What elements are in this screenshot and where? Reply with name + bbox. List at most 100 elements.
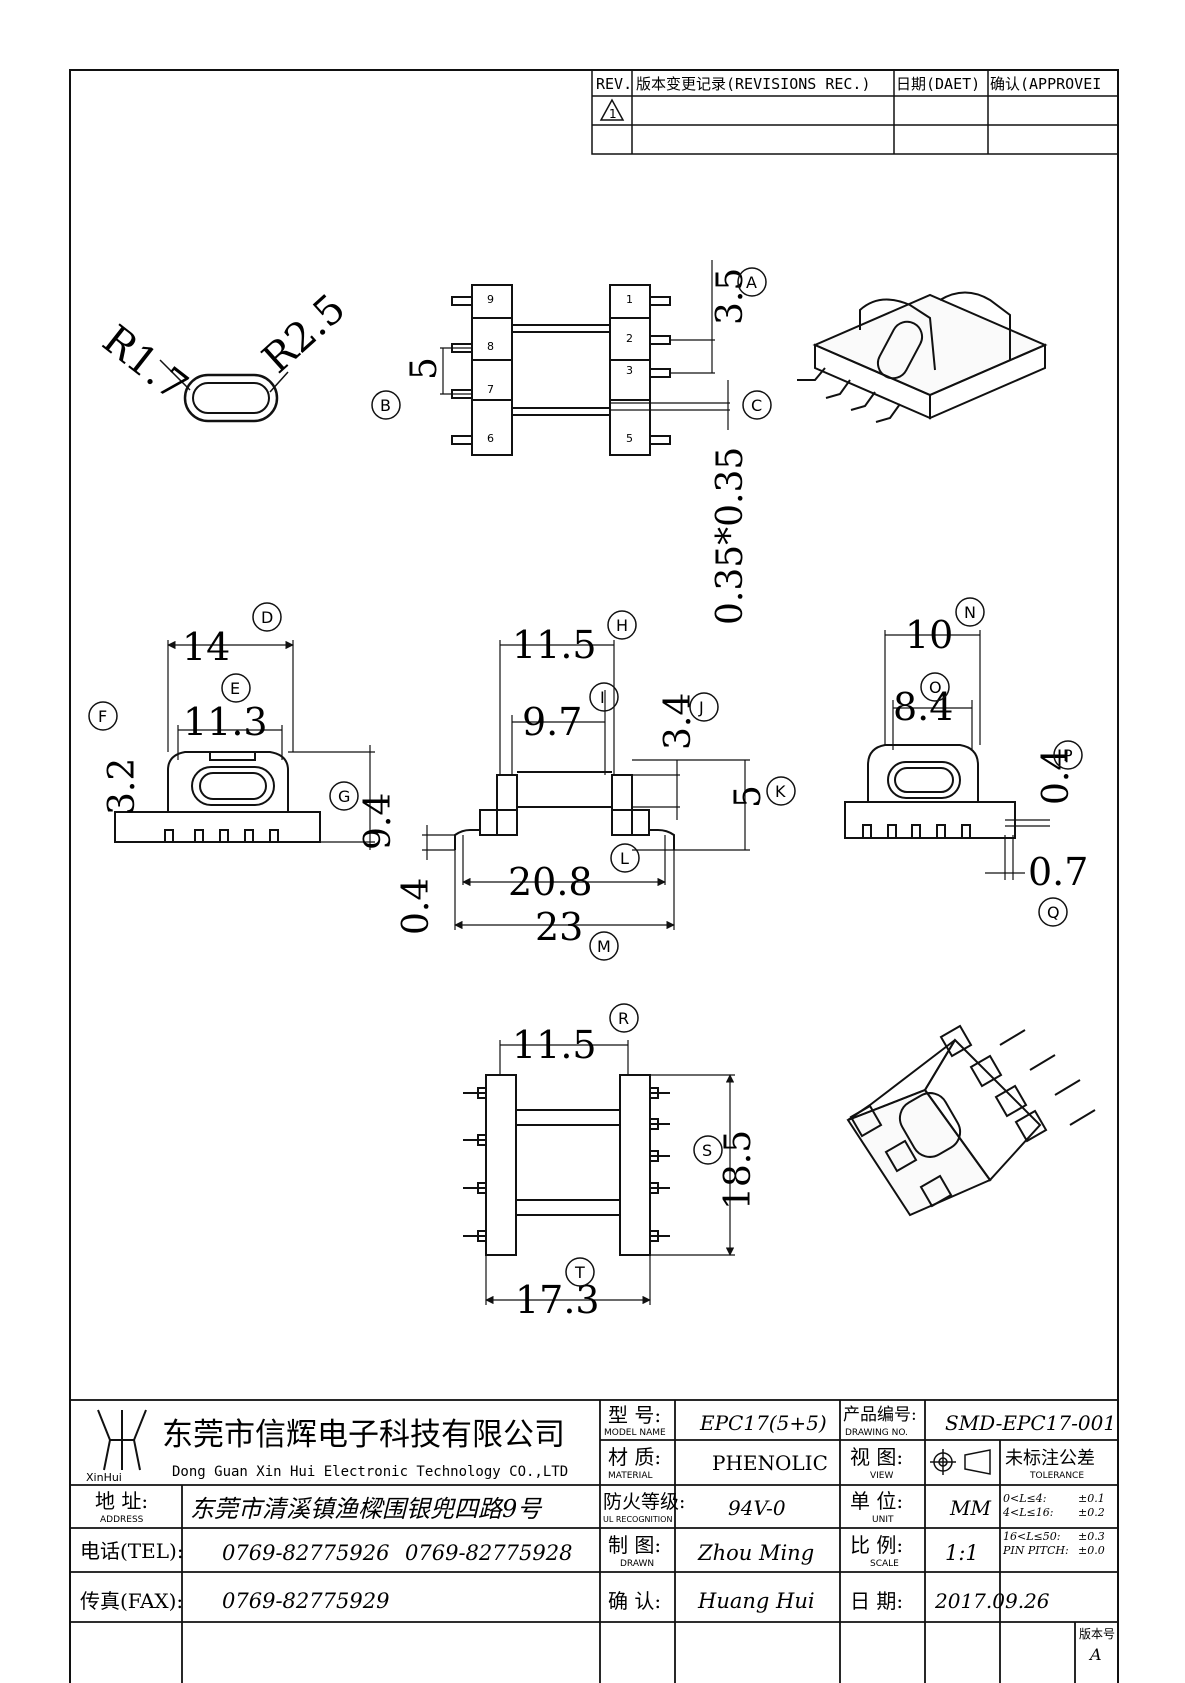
- tolerance-table: 0<L≤4: ±0.1 4<L≤16: ±0.2 16<L≤50: ±0.3 P…: [1002, 1492, 1105, 1557]
- tel-label: 电话(TEL):: [80, 1539, 184, 1563]
- tolerance-range: 4<L≤16:: [1002, 1506, 1053, 1519]
- svg-text:O: O: [929, 678, 942, 697]
- radius-inner-label: R1.7: [94, 317, 196, 411]
- model-label-en: MODEL NAME: [604, 1428, 666, 1438]
- marker-g: G: [329, 781, 359, 811]
- fax-value: 0769-82775929: [222, 1589, 389, 1613]
- top-view-pin-labels: 9 8 7 6 1 2 3 5: [487, 293, 633, 445]
- date-value: 2017.09.26: [934, 1589, 1050, 1613]
- marker-c: C: [742, 390, 772, 420]
- pin-label: 5: [626, 432, 633, 445]
- marker-l: L: [610, 843, 640, 873]
- svg-text:L: L: [620, 849, 629, 868]
- marker-p: P: [1053, 740, 1083, 770]
- pin-label: 8: [487, 340, 494, 353]
- marker-f: F: [88, 701, 118, 731]
- material-label: 材 质:: [608, 1445, 661, 1469]
- drawn-value: Zhou Ming: [697, 1541, 814, 1565]
- svg-text:G: G: [338, 787, 350, 806]
- marker-e: E: [221, 673, 251, 703]
- marker-m: M: [589, 931, 619, 961]
- dim-c-label: 0.35*0.35: [710, 447, 751, 625]
- address-label-en: ADDRESS: [100, 1515, 144, 1525]
- svg-text:D: D: [261, 608, 273, 627]
- material-value: PHENOLIC: [712, 1451, 828, 1475]
- confirm-label: 确 认:: [608, 1589, 661, 1613]
- svg-text:N: N: [964, 603, 976, 622]
- pin-label: 1: [626, 293, 633, 306]
- dim-i-label: 9.7: [522, 700, 582, 744]
- tolerance-value: ±0.0: [1078, 1544, 1105, 1557]
- unit-value: MM: [949, 1496, 991, 1520]
- marker-b: B: [371, 390, 401, 420]
- marker-s: S: [693, 1135, 723, 1165]
- marker-n: N: [955, 597, 985, 627]
- drawing-no-value: SMD-EPC17-001: [945, 1411, 1116, 1435]
- dim-thickness-label: 0.4: [396, 878, 437, 935]
- svg-text:P: P: [1063, 746, 1073, 765]
- pin-label: 3: [626, 364, 633, 377]
- fax-label: 传真(FAX):: [80, 1589, 183, 1613]
- scale-label: 比 例:: [850, 1533, 903, 1557]
- svg-text:T: T: [574, 1263, 585, 1282]
- dim-r-label: 11.5: [512, 1023, 597, 1067]
- drawn-label-en: DRAWN: [620, 1559, 654, 1569]
- bottom-view: [463, 1040, 735, 1305]
- marker-a: A: [737, 267, 767, 297]
- drawn-label: 制 图:: [608, 1533, 661, 1557]
- address-value: 东莞市清溪镇渔樑围银兜四路9号: [190, 1495, 543, 1523]
- tolerance-range: PIN PITCH:: [1002, 1544, 1069, 1557]
- svg-text:Q: Q: [1047, 903, 1060, 922]
- scale-label-en: SCALE: [870, 1559, 899, 1569]
- drawing-no-label-en: DRAWING NO.: [845, 1428, 908, 1438]
- logo-text: XinHui: [86, 1471, 122, 1484]
- company-name-en: Dong Guan Xin Hui Electronic Technology …: [172, 1464, 568, 1480]
- tel-2: 0769-82775928: [405, 1541, 572, 1565]
- tolerance-value: ±0.1: [1078, 1492, 1105, 1505]
- isometric-view-bottom: [846, 1024, 1096, 1217]
- tolerance-label: 未标注公差: [1005, 1448, 1095, 1469]
- view-label-en: VIEW: [870, 1471, 893, 1481]
- dim-e-label: 11.3: [183, 700, 268, 744]
- svg-text:H: H: [616, 616, 628, 635]
- tolerance-range: 16<L≤50:: [1003, 1530, 1060, 1543]
- svg-text:R: R: [618, 1009, 629, 1028]
- end-view: [844, 630, 1050, 880]
- drawing-no-label: 产品编号:: [843, 1405, 917, 1425]
- pin-label: 9: [487, 293, 494, 306]
- address-label: 地 址:: [95, 1489, 148, 1513]
- dim-a-label: 3.5: [710, 268, 751, 325]
- svg-text:M: M: [597, 937, 611, 956]
- company-logo: [97, 1409, 147, 1471]
- marker-j: J: [689, 692, 719, 722]
- company-name-cn: 东莞市信辉电子科技有限公司: [162, 1417, 565, 1453]
- isometric-view-top: [797, 291, 1048, 423]
- front-view: [422, 640, 750, 930]
- dim-b-label: 5: [404, 357, 445, 380]
- view-label: 视 图:: [850, 1445, 903, 1469]
- top-view: [440, 260, 730, 456]
- svg-text:K: K: [775, 782, 786, 801]
- dim-d-label: 14: [182, 625, 230, 669]
- svg-text:S: S: [702, 1141, 712, 1160]
- pin-label: 2: [626, 332, 633, 345]
- dim-q-label: 0.7: [1028, 850, 1088, 894]
- svg-text:C: C: [751, 396, 762, 415]
- marker-r: R: [609, 1003, 639, 1033]
- dim-g-label: 9.4: [358, 793, 399, 850]
- model-value: EPC17(5+5): [699, 1411, 827, 1435]
- marker-q: Q: [1038, 897, 1068, 927]
- dim-l-label: 20.8: [508, 860, 593, 904]
- svg-text:I: I: [600, 688, 605, 707]
- side-view: [114, 640, 375, 850]
- model-label: 型 号:: [608, 1403, 661, 1427]
- svg-text:B: B: [380, 396, 391, 415]
- pin-label: 6: [487, 432, 494, 445]
- dim-s-label: 18.5: [718, 1130, 759, 1210]
- revision-date-header: 日期(DAET): [896, 75, 980, 93]
- svg-text:J: J: [698, 698, 704, 717]
- pin-label: 7: [487, 383, 494, 396]
- version-label: 版本号: [1079, 1627, 1115, 1641]
- svg-text:1: 1: [609, 107, 617, 121]
